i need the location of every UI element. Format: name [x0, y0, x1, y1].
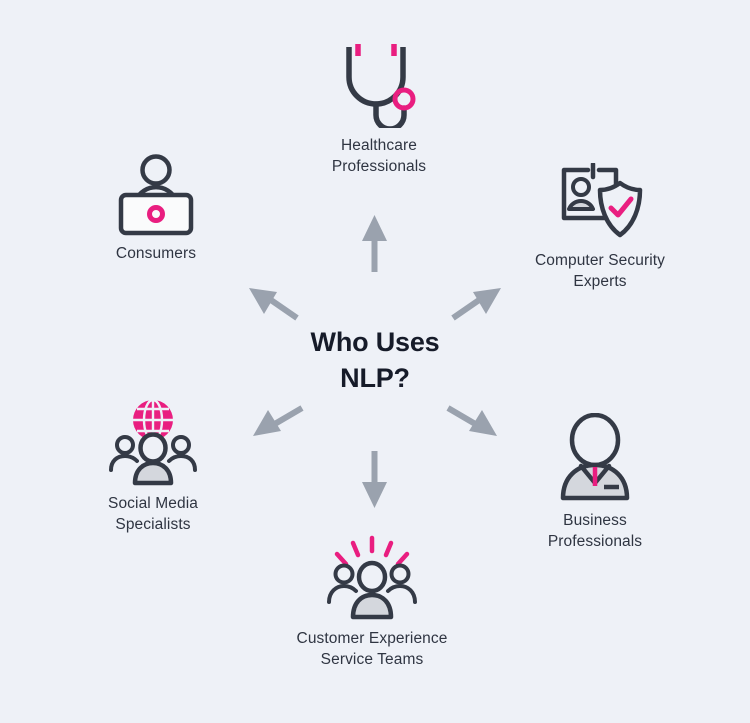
arrow-down-icon	[362, 451, 387, 508]
person-laptop-icon	[110, 152, 202, 236]
person-suit-tie-icon	[554, 412, 636, 503]
stethoscope-icon	[336, 38, 422, 132]
node-label-line-2: Professionals	[331, 157, 427, 175]
arrow-down-right-icon	[446, 405, 497, 436]
page-title-line-1: Who Uses	[310, 327, 440, 357]
node-consumers[interactable]: Consumers	[92, 152, 220, 265]
node-label-line-1: Consumers	[115, 245, 197, 262]
id-badge-shield-check-icon	[554, 161, 646, 243]
node-label-line-1: Customer Experience	[296, 630, 448, 647]
arrow-down-left-icon	[253, 405, 304, 436]
node-label-line-1: Computer Security	[534, 252, 666, 269]
node-label: Consumers	[116, 244, 196, 265]
node-label-line-1: Social Media	[108, 495, 198, 512]
node-label-line-1: Healthcare	[341, 137, 417, 154]
node-label-line-1: Business	[563, 512, 627, 529]
node-label-line-2: Professionals	[547, 532, 643, 550]
people-group-globe-icon	[105, 398, 201, 486]
people-group-rays-icon	[320, 535, 424, 621]
arrow-up-icon	[362, 215, 387, 272]
page-title-line-2: NLP?	[340, 362, 410, 393]
arrow-up-right-icon	[451, 288, 501, 321]
arrow-up-left-icon	[249, 288, 299, 321]
node-label-line-2: Specialists	[115, 515, 191, 533]
node-label-line-2: Experts	[573, 272, 627, 290]
node-label-line-2: Service Teams	[320, 650, 424, 668]
